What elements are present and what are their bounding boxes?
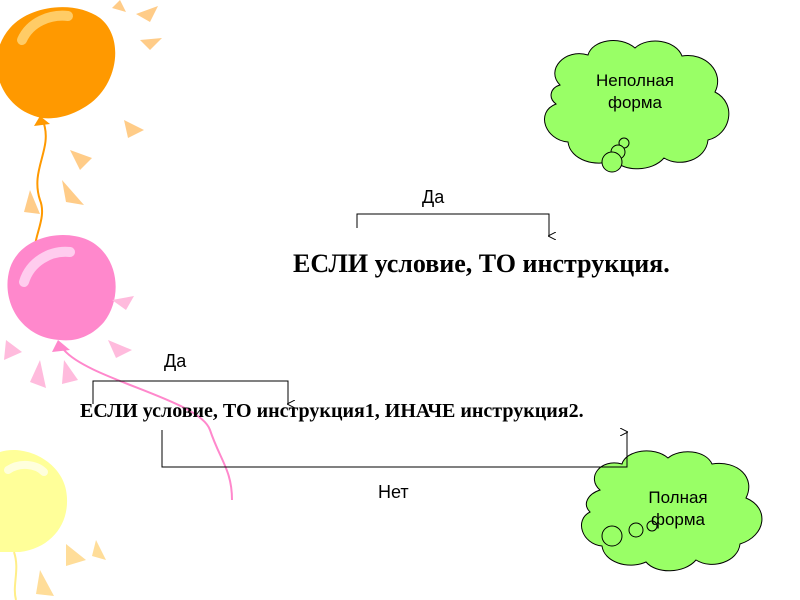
- cloud-complete-line1: Полная: [648, 488, 708, 507]
- yellow-balloon-icon: [0, 449, 68, 600]
- statement-incomplete-form: ЕСЛИ условие, ТО инструкция.: [293, 249, 670, 278]
- cloud-incomplete-label: Неполная форма: [585, 70, 685, 114]
- no-label: Нет: [378, 482, 409, 502]
- no-arrow: [161, 430, 627, 468]
- cloud-complete-form: [580, 450, 763, 572]
- yellow-rays: [36, 540, 106, 596]
- cloud-incomplete-form: [544, 40, 730, 173]
- cloud-complete-line2: форма: [650, 510, 706, 529]
- yes-label-bottom: Да: [164, 351, 187, 371]
- cloud-incomplete-line1: Неполная: [596, 71, 674, 90]
- cloud-incomplete-line2: форма: [607, 93, 663, 112]
- pink-rays: [4, 296, 134, 388]
- yes-arrow-top: [356, 213, 549, 236]
- yes-arrow-bottom: [92, 380, 288, 404]
- statement-complete-form: ЕСЛИ условие, ТО инструкция1, ИНАЧЕ инст…: [80, 400, 584, 422]
- yes-label-top: Да: [422, 187, 445, 207]
- orange-rays: [24, 0, 162, 214]
- orange-balloon-icon: [0, 7, 116, 259]
- pink-balloon-icon: [7, 235, 233, 501]
- cloud-complete-label: Полная форма: [628, 487, 728, 531]
